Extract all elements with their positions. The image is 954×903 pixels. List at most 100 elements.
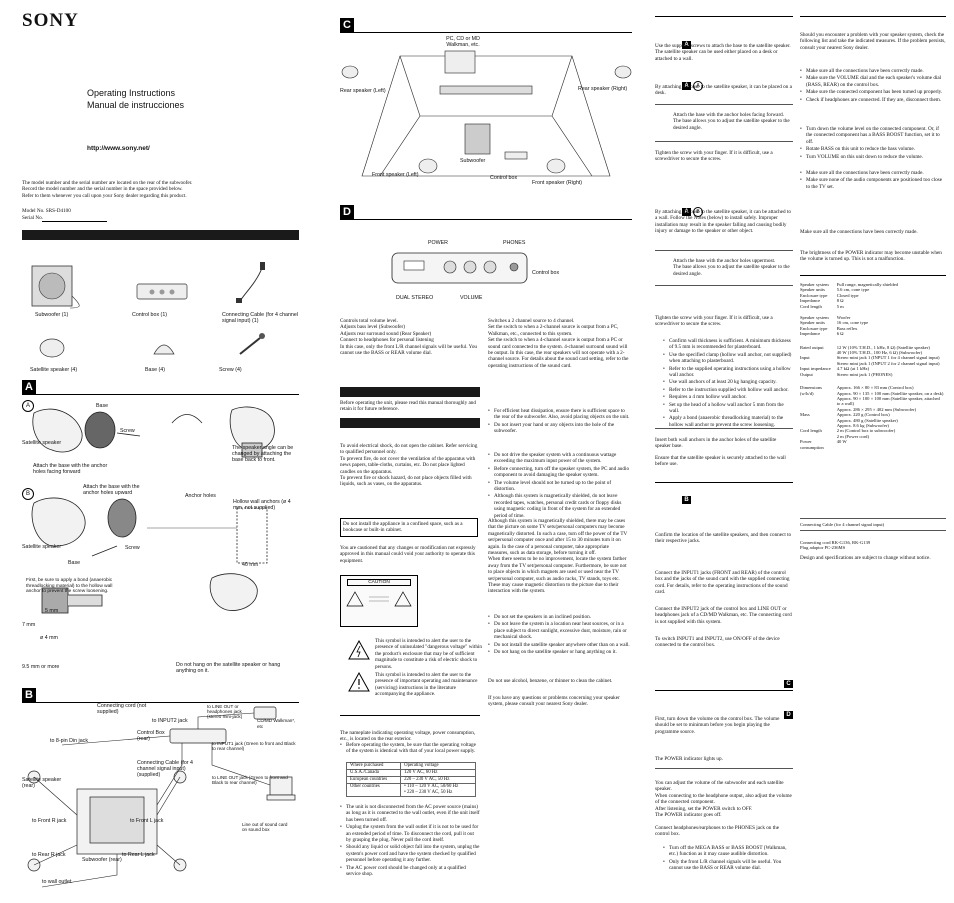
badge-a: A: [682, 41, 691, 49]
subwoofer-image: [31, 265, 80, 309]
table-row: [800, 337, 946, 345]
table-cell: [800, 337, 837, 345]
list-item: The volume level should not be turned up…: [488, 480, 630, 493]
section-b-header: B: [22, 688, 299, 703]
a-label-angle: The speaker angle can be changed by atta…: [232, 445, 294, 463]
list-item: Should any liquid or solid object fall i…: [340, 844, 480, 863]
b-input2: Connect the INPUT2 jack of the control b…: [655, 606, 792, 625]
attention-icon: [348, 672, 370, 692]
ab-step-1: Attach the base with the anchor holes up…: [673, 258, 790, 277]
b-label-cord: Connecting cord (not supplied): [97, 703, 147, 715]
table-cell: Mass: [800, 412, 810, 418]
section-c-header: C: [340, 18, 632, 33]
d-phones: Connect headphones/earphones to the PHON…: [655, 825, 780, 838]
list-item: Turn off the MEGA BASS or BASS BOOST (Wa…: [663, 845, 793, 858]
b-label-cable: Connecting Cable (for 4 channel signal i…: [137, 760, 193, 778]
table-cell: Input impedance: [800, 366, 831, 372]
table-cell: • 110 – 120 V AC, 50/60 Hz • 220 – 230 V…: [400, 783, 476, 797]
table-cell: Impedance: [800, 331, 821, 337]
table-row: European countries 220 – 230 V AC, 50 Hz: [345, 776, 476, 784]
table-cell: Enclosure type: [800, 325, 828, 331]
table-cell: Woofer: [836, 315, 851, 321]
col4-top-rule: [800, 16, 946, 17]
a-label-anchor-holes: Anchor holes: [185, 493, 216, 499]
table-cell: 16 cm, cone type: [836, 320, 869, 326]
a-label-hollow: Hollow wall anchors (ø 4 mm, not supplie…: [233, 499, 291, 511]
list-item: Confirm wall thickness is sufficient. A …: [663, 338, 793, 351]
table-cell: Closed type: [836, 292, 859, 298]
d-label-power: POWER: [428, 240, 449, 246]
col3-section-d: D: [784, 703, 793, 721]
c-label-subwoofer: Subwoofer: [460, 158, 486, 164]
operation-bullets: Do not drive the speaker system with a c…: [488, 452, 630, 520]
a-label-screw-2: Screw: [125, 545, 140, 551]
list-item: Refer to the instruction supplied with h…: [663, 387, 793, 394]
a-label-base-2: Base: [68, 560, 81, 566]
list-item: Turn VOLUME on this unit down to reduce …: [800, 154, 946, 161]
warning-bar-2: [340, 418, 480, 428]
column-2: C PC, CD or MD Walkman, etc. Rear speake…: [340, 0, 635, 903]
table-cell: Cord length: [800, 303, 822, 309]
table-cell: U.S.A./Canada: [345, 769, 402, 777]
serial-number: Serial No.: [22, 215, 44, 221]
list-item: Do not drive the speaker system with a c…: [488, 452, 630, 465]
ab-rule-2: [655, 285, 793, 286]
table-cell: 120 V AC, 60 Hz: [400, 769, 476, 777]
website-url[interactable]: http://www.sony.net/: [87, 145, 150, 152]
brand-logo: SONY: [22, 10, 79, 31]
d-power: The POWER indicator lights up.: [655, 756, 723, 762]
warning-bar: [340, 387, 480, 397]
b-label-front-r: to Front R jack: [32, 818, 67, 824]
questions-text: If you have any questions or problems co…: [488, 695, 620, 708]
list-item: For efficient heat dissipation, ensure t…: [488, 408, 630, 421]
section-c-badge: C: [340, 18, 354, 32]
a-label-40mm: 40 mm: [242, 562, 259, 568]
b-label-wall: to wall outlet: [42, 879, 72, 885]
a-label-95mm: 9.5 mm or more: [22, 664, 60, 670]
table-cell: Speaker system: [800, 282, 829, 287]
cleaning-text: Do not use alcohol, benzene, or thinner …: [488, 678, 613, 684]
aa-rule: [655, 104, 793, 105]
badge-c: C: [784, 680, 793, 688]
d-rule: [655, 768, 793, 769]
col3-top-rule: [655, 16, 793, 17]
b-confirm: Confirm the location of the satellite sp…: [655, 532, 792, 545]
b-label-input1: to INPUT1 jack (Green to front and Black…: [212, 741, 296, 752]
c-label-rear-right: Rear speaker (Right): [578, 86, 628, 92]
trouble-group-3: Make sure all the connections have been …: [800, 170, 946, 191]
list-item: Although this system is magnetically shi…: [488, 493, 630, 519]
section-d-header: D: [340, 205, 632, 220]
table-cell: Input: [800, 355, 810, 361]
a-label-satellite: Satellite speaker: [22, 440, 62, 446]
c-label-pc: PC, CD or MD Walkman, etc.: [446, 36, 480, 48]
a-intro: Use the supplied screws to attach the ba…: [655, 43, 791, 62]
fig-a-illustration: [31, 406, 275, 614]
a-label-attach-forward: Attach the base with the anchor holes fa…: [33, 463, 108, 475]
column-3: A Use the supplied screws to attach the …: [655, 0, 795, 903]
voltage-warning-icon: [348, 640, 370, 660]
a-label-base: Base: [96, 403, 109, 409]
list-item: Do not hang on the satellite speaker or …: [488, 649, 630, 656]
aa-intro: By attaching the base to the satellite s…: [655, 84, 792, 97]
section-d-badge: D: [340, 205, 354, 219]
b-input1: Connect the INPUT1 jacks (FRONT and REAR…: [655, 570, 790, 596]
col3-section-b-rule: [655, 482, 793, 483]
warning-box: Do not install the appliance in a confin…: [340, 518, 478, 537]
table-cell: Power consumption: [800, 439, 824, 450]
c-label-control-box: Control box: [490, 175, 518, 181]
aa-rule-2: [655, 141, 793, 142]
caution-label-symbols: [346, 591, 412, 607]
table-cell: Dimensions (w/h/d): [800, 385, 822, 396]
table-cell: Enclosure type: [800, 292, 828, 298]
table-row: Dimensions (w/h/d)Approx. 166 × 80 × 83 …: [800, 385, 946, 412]
b-label-din: to 8-pin Din jack: [50, 738, 88, 744]
placement-bullets: Do not set the speakers in an inclined p…: [488, 614, 630, 656]
list-item: Requires a 4 mm hollow wall anchor.: [663, 394, 793, 401]
